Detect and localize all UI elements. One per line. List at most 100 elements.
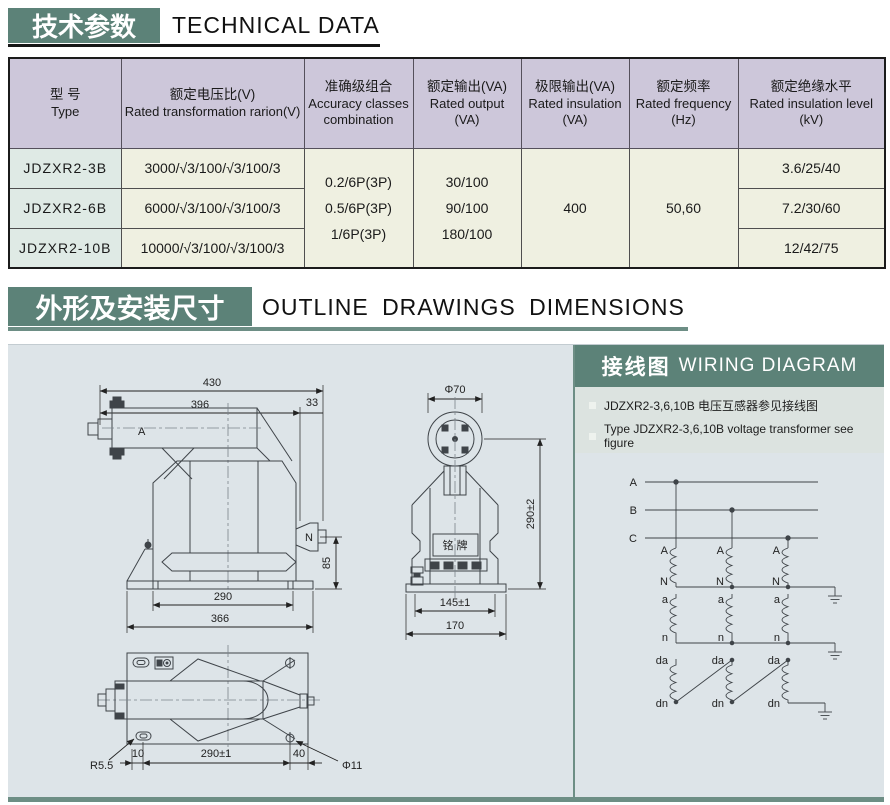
- bottom-view-drawing: R5.5 Φ11 10 290±1 40: [90, 645, 362, 772]
- bottom-dim-dia11: Φ11: [342, 760, 362, 772]
- section2-title-zh-box: 外形及安装尺寸: [8, 287, 252, 326]
- front-dim-290: 290: [214, 591, 232, 603]
- ground-symbol: [828, 643, 842, 660]
- section1-underline: [8, 44, 380, 47]
- wiring-diagram: A B C A A A N N N: [629, 477, 842, 720]
- square-bullet-icon: [589, 402, 596, 409]
- side-dim-145: 145±1: [440, 597, 471, 609]
- table-row: JDZXR2-10B 10000/√3/100/√3/100/3 12/42/7…: [8, 227, 886, 269]
- cell-type-1: JDZXR2-6B: [8, 187, 122, 229]
- header-type: 型 号 Type: [8, 57, 122, 149]
- wiring-note-en: Type JDZXR2-3,6,10B voltage transformer …: [604, 422, 854, 450]
- cell-frequency: 50,60: [628, 147, 739, 269]
- wiring-diagram-header: 接线图 WIRING DIAGRAM: [575, 345, 884, 387]
- header-frequency: 额定频率 Rated frequency (Hz): [628, 57, 739, 149]
- bottom-dim-40: 40: [293, 748, 305, 760]
- bus-label-c: C: [629, 533, 637, 545]
- header-limit-output: 极限输出(VA) Rated insulation (VA): [520, 57, 630, 149]
- coil-label-primary-bottom: N: [660, 576, 668, 588]
- wiring-title-en: WIRING DIAGRAM: [678, 355, 858, 376]
- front-view-drawing: 430 396 33 A: [87, 377, 342, 633]
- front-view-n-terminal: [295, 522, 327, 552]
- bus-label-b: B: [630, 505, 637, 517]
- front-dim-366: 366: [211, 613, 229, 625]
- wiring-note-line: Type JDZXR2-3,6,10B voltage transformer …: [589, 422, 884, 450]
- wiring-note-line: JDZXR2-3,6,10B 电压互感器参见接线图: [589, 397, 884, 414]
- wiring-title-zh: 接线图: [601, 356, 671, 379]
- section1-title-en: TECHNICAL DATA: [172, 12, 380, 38]
- cell-ratio-0: 3000/√3/100/√3/100/3: [120, 147, 305, 189]
- cell-rated-output: 30/100 90/100 180/100: [412, 147, 522, 269]
- coil-label-tertiary-bottom: dn: [656, 698, 668, 710]
- side-view-body: [405, 470, 507, 593]
- cell-level-1: 7.2/30/60: [737, 187, 886, 229]
- section2-title-zh: 外形及安装尺寸: [35, 294, 225, 324]
- cell-accuracy: 0.2/6P(3P) 0.5/6P(3P) 1/6P(3P): [303, 147, 414, 269]
- coil-label-secondary-bottom: n: [662, 632, 668, 644]
- side-dim-170: 170: [446, 620, 464, 632]
- header-ratio: 额定电压比(V) Rated transformation rarion(V): [120, 57, 305, 149]
- bus-label-a: A: [630, 477, 638, 489]
- front-dim-85: 85: [321, 557, 333, 569]
- section2-underline: [8, 327, 688, 331]
- coil-label-primary-top: A: [717, 545, 725, 557]
- panel-footer-strip: [8, 797, 884, 802]
- front-view-body: [152, 447, 297, 581]
- header-rated-output: 额定输出(VA) Rated output (VA): [412, 57, 522, 149]
- coil-label-tertiary-top: da: [712, 655, 725, 667]
- bottom-dim-290: 290±1: [201, 748, 232, 760]
- coil-label-secondary-bottom: n: [774, 632, 780, 644]
- section1-title-zh: 技术参数: [31, 12, 136, 42]
- square-bullet-icon: [589, 432, 596, 440]
- front-dim-430: 430: [203, 377, 221, 389]
- coil-label-secondary-bottom: n: [718, 632, 724, 644]
- coil-label-tertiary-top: da: [768, 655, 781, 667]
- front-dim-33: 33: [306, 397, 318, 409]
- outline-drawings-panel: 430 396 33 A: [8, 344, 884, 802]
- technical-data-table: 型 号 Type 额定电压比(V) Rated transformation r…: [8, 57, 886, 269]
- wiring-notes: JDZXR2-3,6,10B 电压互感器参见接线图 Type JDZXR2-3,…: [575, 387, 884, 453]
- ground-symbol: [828, 587, 842, 604]
- wiring-note-zh: JDZXR2-3,6,10B 电压互感器参见接线图: [604, 399, 819, 413]
- header-insulation-level: 额定绝缘水平 Rated insulation level (kV): [737, 57, 886, 149]
- cell-type-2: JDZXR2-10B: [8, 227, 122, 269]
- cell-ratio-1: 6000/√3/100/√3/100/3: [120, 187, 305, 229]
- coil-label-primary-bottom: N: [772, 576, 780, 588]
- cell-ratio-2: 10000/√3/100/√3/100/3: [120, 227, 305, 269]
- bottom-dim-10: 10: [132, 748, 144, 760]
- cell-type-0: JDZXR2-3B: [8, 147, 122, 189]
- bottom-dim-r: R5.5: [90, 760, 113, 772]
- front-view-base: [126, 539, 314, 590]
- coil-label-primary-top: A: [661, 545, 669, 557]
- section2-title-en: OUTLINE DRAWINGS DIMENSIONS: [262, 294, 685, 320]
- coil-label-tertiary-bottom: dn: [768, 698, 780, 710]
- bottom-view-base: [98, 645, 322, 755]
- coil-label-secondary-top: a: [662, 594, 669, 606]
- table-row: JDZXR2-3B 3000/√3/100/√3/100/3 0.2/6P(3P…: [8, 147, 886, 269]
- coil-label-tertiary-top: da: [656, 655, 669, 667]
- coil-label-tertiary-bottom: dn: [712, 698, 724, 710]
- side-view-drawing: Φ70: [405, 384, 546, 640]
- header-accuracy: 准确级组合 Accuracy classes combination: [303, 57, 414, 149]
- ground-symbol: [818, 703, 832, 720]
- table-row: JDZXR2-6B 6000/√3/100/√3/100/3 7.2/30/60: [8, 187, 886, 229]
- coil-label-secondary-top: a: [774, 594, 781, 606]
- secondary-windings: [669, 594, 790, 643]
- coil-label-primary-bottom: N: [716, 576, 724, 588]
- front-terminal-n-label: N: [305, 532, 313, 544]
- section1-title-zh-box: 技术参数: [8, 8, 160, 43]
- primary-windings: [669, 547, 790, 587]
- panel-divider: [573, 345, 575, 802]
- side-dim-290: 290±2: [525, 499, 537, 530]
- coil-label-secondary-top: a: [718, 594, 725, 606]
- bottom-view-body: [97, 658, 315, 742]
- cell-level-2: 12/42/75: [737, 227, 886, 269]
- cell-limit-output: 400: [520, 147, 630, 269]
- table-header-row: 型 号 Type 额定电压比(V) Rated transformation r…: [8, 57, 886, 149]
- side-dim-dia70: Φ70: [444, 384, 465, 396]
- front-terminal-a-label: A: [138, 426, 146, 438]
- tertiary-windings: [669, 659, 790, 703]
- cell-level-0: 3.6/25/40: [737, 147, 886, 189]
- coil-label-primary-top: A: [773, 545, 781, 557]
